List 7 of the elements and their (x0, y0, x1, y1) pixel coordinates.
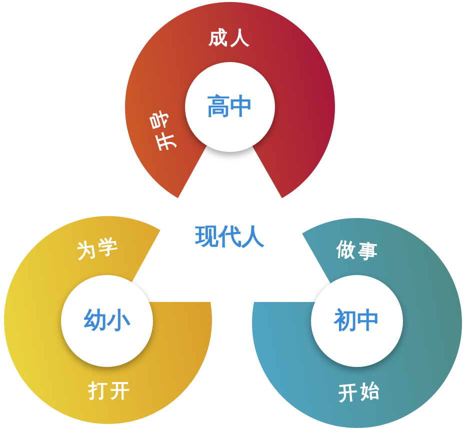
ring-label: 成人 (207, 27, 252, 49)
ring-label: 为学 (74, 234, 122, 264)
ring-label: 做事 (334, 238, 382, 264)
ring-label: 打开 (87, 380, 132, 402)
ring-label: 开始 (336, 379, 384, 405)
ring-label: 开导 (146, 104, 180, 155)
triangle-label: 现代人 (196, 224, 264, 250)
